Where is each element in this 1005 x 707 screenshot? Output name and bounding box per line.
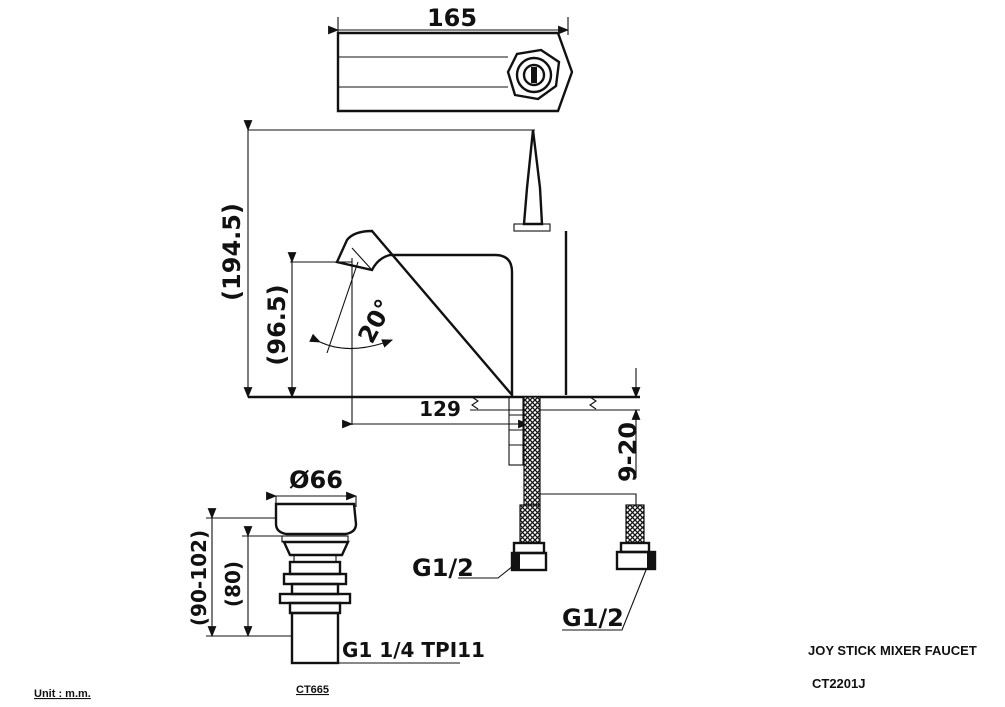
dim-spout-height: (96.5) [263, 284, 291, 365]
model-number: CT2201J [812, 676, 865, 691]
product-name: JOY STICK MIXER FAUCET [808, 643, 977, 658]
dim-top-width: 165 [427, 4, 477, 32]
dim-waste-height: (80) [221, 561, 245, 607]
unit-label: Unit : m.m. [34, 688, 91, 700]
dim-waste-diameter: Ø66 [289, 466, 343, 494]
waste-view: Ø66 (90-102) (80) G1 1/4 TPI11 CT665 [187, 466, 485, 696]
label-waste-thread: G1 1/4 TPI11 [342, 638, 485, 662]
title-block: JOY STICK MIXER FAUCET CT2201J Unit : m.… [34, 643, 977, 700]
dim-total-height: (194.5) [218, 203, 246, 301]
label-inlet-right: G1/2 [562, 604, 624, 632]
label-waste-model: CT665 [296, 684, 329, 696]
top-view: 165 [328, 4, 574, 113]
faucet-side-view: (194.5) (96.5) 20° 129 9-20 [218, 120, 657, 632]
dim-deck-thickness: 9-20 [614, 422, 642, 482]
label-inlet-left: G1/2 [412, 554, 474, 582]
dim-waste-height-range: (90-102) [187, 530, 211, 626]
dim-spout-reach: 129 [419, 397, 461, 421]
